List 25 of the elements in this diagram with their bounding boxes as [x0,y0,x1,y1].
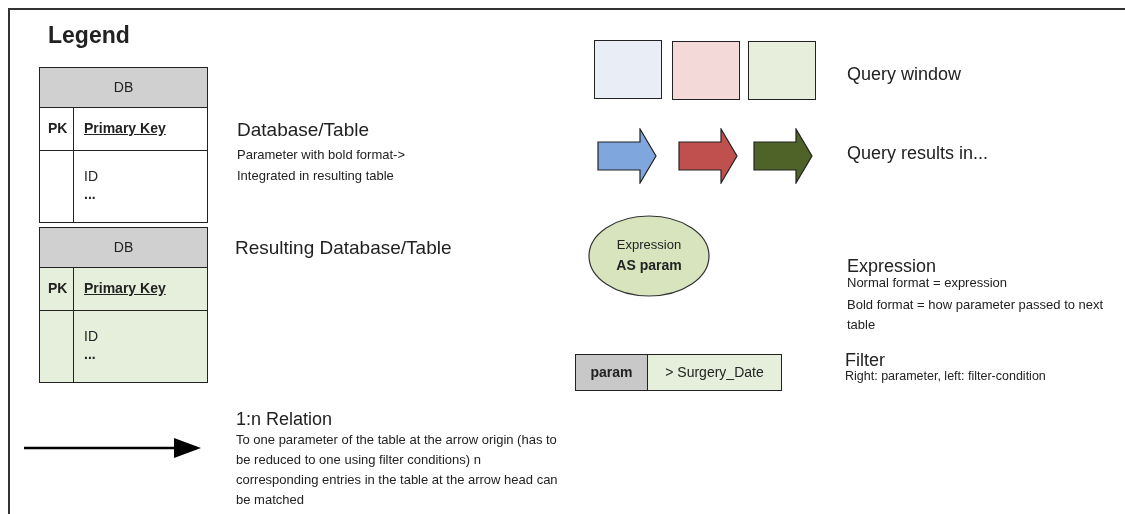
table-cell: Primary Key [73,267,208,311]
heading: Filter [845,350,885,371]
filter-box [575,354,782,391]
heading: Resulting Database/Table [235,237,452,259]
description: Parameter with bold format-> Integrated in resulting table [237,146,406,185]
table-cell: ID ... [73,310,208,383]
heading: Expression [847,256,937,277]
description: Right: parameter, left: filter-condition [845,369,1046,383]
table-cell: ID ... [73,150,208,223]
filter-cell: > Surgery_Date [647,354,782,391]
filter-cell: param [575,354,648,391]
description: Bold format = how parameter passed to next table [847,296,1105,334]
table-box [39,67,208,223]
table-header: DB [39,227,208,268]
table-cell: PK [39,267,74,311]
heading: Query window [847,64,962,85]
description: Normal format = expression [847,275,1008,290]
table-header: DB [39,67,208,108]
heading: Database/Table [237,119,370,141]
legend-title: Legend [48,22,130,49]
description: To one parameter of the table at the arrow origin (has to be reduced to one using filter conditions) n corresponding entries in the table at the arrow head can be matched [236,431,559,509]
heading: Query results in... [847,143,989,164]
heading: 1:n Relation [236,409,333,430]
expression-ellipse: Expression AS param [588,215,710,297]
table-box [39,227,208,383]
